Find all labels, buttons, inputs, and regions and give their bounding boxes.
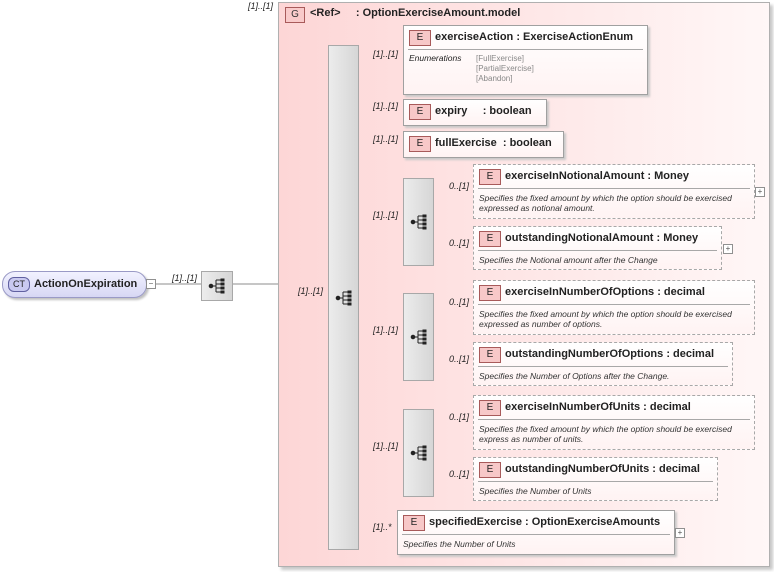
- element-label: outstandingNumberOfOptions : decimal: [505, 348, 715, 360]
- element-badge: E: [409, 136, 431, 152]
- choice-cardinality: [1]..[1]: [373, 210, 399, 220]
- element-label: outstandingNotionalAmount : Money: [505, 232, 699, 244]
- element-label: exerciseInNumberOfOptions : decimal: [505, 286, 705, 298]
- root-sequence-compositor[interactable]: [201, 271, 233, 301]
- divider: [402, 534, 670, 535]
- sequence-icon: [208, 278, 225, 294]
- element-documentation: Specifies the fixed amount by which the …: [479, 424, 732, 444]
- sequence-compositor[interactable]: [403, 178, 434, 266]
- divider: [478, 419, 750, 420]
- enumerations-header: Enumerations: [409, 53, 462, 63]
- element-exercise-in-notional-amount[interactable]: E exerciseInNotionalAmount : Money Speci…: [473, 164, 755, 219]
- element-exercise-in-number-of-options[interactable]: E exerciseInNumberOfOptions : decimal Sp…: [473, 280, 755, 335]
- collapse-icon[interactable]: −: [146, 279, 156, 289]
- element-label: expiry : boolean: [435, 105, 532, 117]
- element-cardinality: 0..[1]: [449, 469, 470, 479]
- element-full-exercise[interactable]: E fullExercise : boolean: [403, 131, 564, 158]
- sequence-compositor[interactable]: [403, 293, 434, 381]
- expand-icon[interactable]: +: [723, 244, 733, 254]
- element-cardinality: 0..[1]: [449, 354, 470, 364]
- element-documentation: Specifies the Number of Options after th…: [479, 371, 670, 381]
- group-title: <Ref> : OptionExerciseAmount.model: [310, 7, 521, 19]
- root-sequence-cardinality: [1]..[1]: [172, 273, 198, 283]
- divider: [478, 250, 717, 251]
- expand-icon[interactable]: +: [675, 528, 685, 538]
- element-label: exerciseInNumberOfUnits : decimal: [505, 401, 691, 413]
- element-cardinality: 0..[1]: [449, 238, 470, 248]
- element-documentation: Specifies the Notional amount after the …: [479, 255, 658, 265]
- element-cardinality: [1]..[1]: [373, 134, 399, 144]
- element-label: exerciseAction : ExerciseActionEnum: [435, 31, 634, 43]
- element-specified-exercise[interactable]: E specifiedExercise : OptionExerciseAmou…: [397, 510, 675, 555]
- element-documentation: Specifies the fixed amount by which the …: [479, 193, 732, 213]
- element-label: specifiedExercise : OptionExerciseAmount…: [429, 516, 661, 528]
- element-documentation: Specifies the Number of Units: [403, 539, 516, 549]
- enum-value: [Abandon]: [476, 74, 513, 83]
- element-cardinality: 0..[1]: [449, 181, 470, 191]
- group-cardinality: [1]..[1]: [248, 1, 274, 11]
- element-badge: E: [479, 347, 501, 363]
- element-cardinality: [1]..*: [373, 522, 392, 532]
- divider: [478, 366, 728, 367]
- element-badge: E: [409, 30, 431, 46]
- element-exercise-in-number-of-units[interactable]: E exerciseInNumberOfUnits : decimal Spec…: [473, 395, 755, 450]
- element-documentation: Specifies the Number of Units: [479, 486, 592, 496]
- element-label: outstandingNumberOfUnits : decimal: [505, 463, 700, 475]
- main-sequence-cardinality: [1]..[1]: [298, 286, 324, 296]
- choice-cardinality: [1]..[1]: [373, 325, 399, 335]
- divider: [478, 304, 750, 305]
- sequence-compositor[interactable]: [403, 409, 434, 497]
- sequence-icon: [335, 290, 352, 306]
- divider: [408, 49, 643, 50]
- element-badge: E: [479, 231, 501, 247]
- group-badge: G: [285, 7, 305, 23]
- element-label: fullExercise : boolean: [435, 137, 552, 149]
- enum-value: [PartialExercise]: [476, 64, 534, 73]
- element-exercise-action[interactable]: E exerciseAction : ExerciseActionEnum En…: [403, 25, 648, 95]
- element-label: exerciseInNotionalAmount : Money: [505, 170, 689, 182]
- element-badge: E: [479, 285, 501, 301]
- complex-type-badge: CT: [8, 277, 30, 292]
- element-outstanding-number-of-units[interactable]: E outstandingNumberOfUnits : decimal Spe…: [473, 457, 718, 501]
- element-badge: E: [479, 169, 501, 185]
- element-badge: E: [409, 104, 431, 120]
- sequence-icon: [410, 445, 427, 461]
- element-outstanding-number-of-options[interactable]: E outstandingNumberOfOptions : decimal S…: [473, 342, 733, 386]
- element-cardinality: 0..[1]: [449, 412, 470, 422]
- element-expiry[interactable]: E expiry : boolean: [403, 99, 547, 126]
- complex-type-node[interactable]: CT ActionOnExpiration: [2, 271, 147, 298]
- sequence-icon: [410, 214, 427, 230]
- complex-type-label: ActionOnExpiration: [34, 278, 138, 290]
- element-documentation: Specifies the fixed amount by which the …: [479, 309, 732, 329]
- element-outstanding-notional-amount[interactable]: E outstandingNotionalAmount : Money Spec…: [473, 226, 722, 270]
- divider: [478, 481, 713, 482]
- element-cardinality: [1]..[1]: [373, 49, 399, 59]
- expand-icon[interactable]: +: [755, 187, 765, 197]
- main-sequence-compositor[interactable]: [328, 45, 359, 550]
- sequence-icon: [410, 329, 427, 345]
- divider: [478, 188, 750, 189]
- element-cardinality: 0..[1]: [449, 297, 470, 307]
- element-badge: E: [479, 400, 501, 416]
- element-badge: E: [403, 515, 425, 531]
- enum-value: [FullExercise]: [476, 54, 525, 63]
- choice-cardinality: [1]..[1]: [373, 441, 399, 451]
- element-badge: E: [479, 462, 501, 478]
- element-cardinality: [1]..[1]: [373, 101, 399, 111]
